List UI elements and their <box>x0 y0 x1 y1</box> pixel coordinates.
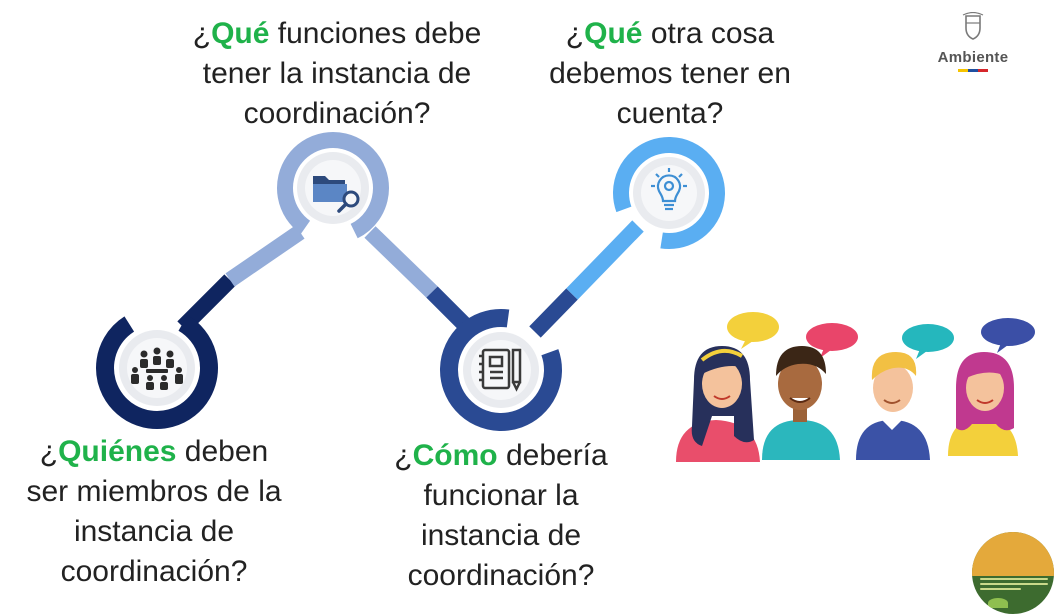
coat-of-arms-icon <box>962 11 984 40</box>
person-woman-dark-hair <box>676 346 760 462</box>
node-como <box>440 309 562 431</box>
logo-text: Ambiente <box>937 49 1009 66</box>
people-illustration <box>676 312 1035 462</box>
badge-band <box>972 532 1054 576</box>
question-line: tener la instancia de <box>202 57 472 90</box>
connector-6 <box>566 220 644 300</box>
question-mark: ¿ <box>565 17 585 50</box>
question-line: ser miembros de la <box>26 475 282 508</box>
question-mark: ¿ <box>192 17 212 50</box>
connectors <box>177 220 644 338</box>
lightbulb-gear-icon <box>651 168 687 211</box>
connector-2 <box>225 225 305 287</box>
question-mark: ¿ <box>39 435 59 468</box>
speech-bubbles <box>727 312 1035 359</box>
question-otra-cosa: ¿Qué otra cosa debemos tener en cuenta? <box>520 14 820 134</box>
question-line: debemos tener en <box>549 57 791 90</box>
flag-stripe <box>958 69 988 72</box>
team-meeting-icon <box>131 347 183 390</box>
highlight-word: Qué <box>211 17 270 50</box>
highlight-word: Cómo <box>412 439 498 472</box>
connector-5 <box>529 288 578 338</box>
highlight-word: Qué <box>584 17 643 50</box>
question-line: instancia de <box>420 519 582 552</box>
question-line: funcionar la <box>423 479 579 512</box>
ministry-logo: Ambiente <box>925 11 1021 72</box>
question-line: coordinación? <box>243 97 431 130</box>
sprout-icon <box>988 598 1008 608</box>
node-otra-cosa <box>613 137 725 249</box>
campaign-badge <box>972 532 1054 614</box>
question-line: cuenta? <box>616 97 724 130</box>
question-funciones: ¿Qué funciones debe tener la instancia d… <box>172 14 502 134</box>
question-quienes: ¿Quiénes deben ser miembros de la instan… <box>4 432 304 592</box>
highlight-word: Quiénes <box>58 435 177 468</box>
connector-3 <box>364 226 438 298</box>
question-line: debería <box>505 439 608 472</box>
badge-lettering <box>980 578 1048 592</box>
question-line: coordinación? <box>407 559 595 592</box>
question-line: deben <box>184 435 269 468</box>
question-line: coordinación? <box>60 555 248 588</box>
question-mark: ¿ <box>394 439 413 472</box>
question-line: funciones debe <box>277 17 482 50</box>
person-man-dark-skin <box>762 346 840 460</box>
notebook-pencil-icon <box>479 348 522 392</box>
question-como: ¿Cómo debería funcionar la instancia de … <box>368 436 634 596</box>
folder-search-icon <box>313 176 360 213</box>
node-quienes <box>96 307 218 429</box>
node-funciones <box>277 132 389 244</box>
question-line: instancia de <box>73 515 235 548</box>
person-woman-pink-hair <box>948 352 1018 456</box>
question-line: otra cosa <box>650 17 775 50</box>
person-man-blond <box>856 352 930 460</box>
